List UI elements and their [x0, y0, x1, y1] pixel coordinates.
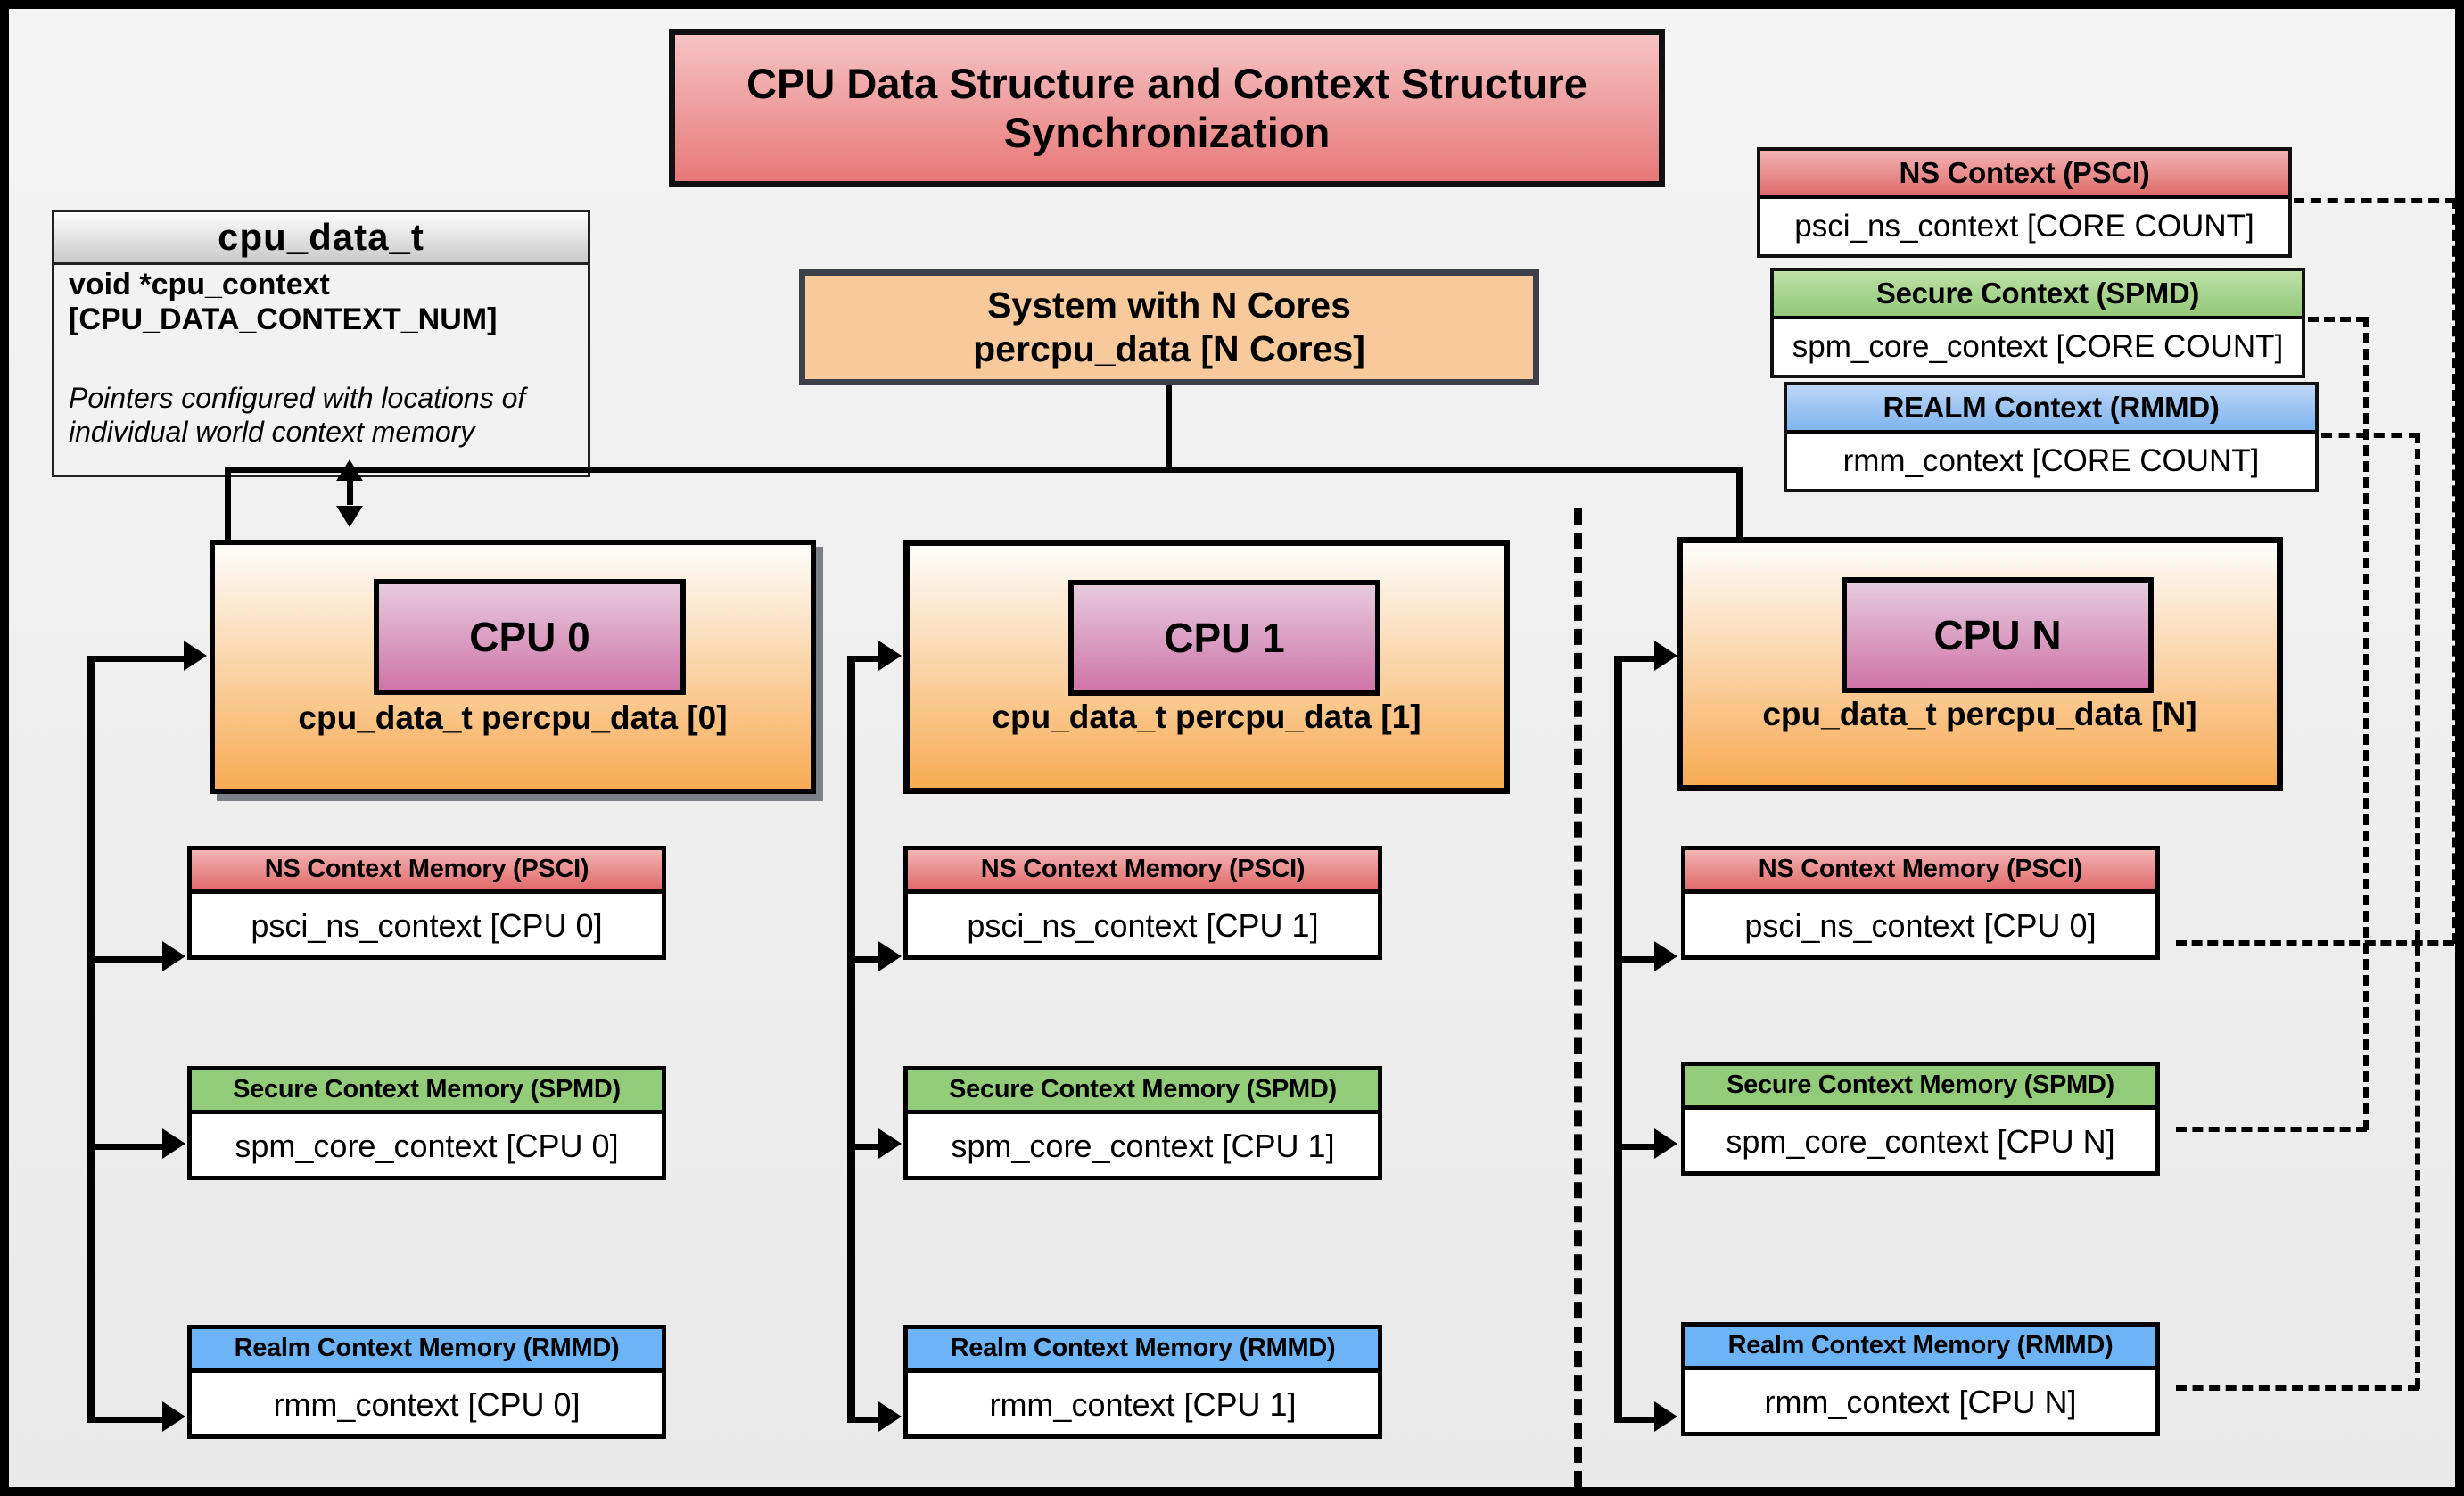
cpun-arm-secure [1614, 1144, 1663, 1150]
secure-route-vertical [2363, 317, 2369, 1130]
cpu-card-n: CPU N cpu_data_t percpu_data [N] [1677, 537, 2283, 791]
cpu0-arrow-secure [162, 1128, 185, 1159]
cpu1-arm-ns [847, 956, 887, 963]
realm-route-vertical [2415, 433, 2420, 1389]
mem-box-n-secure: Secure Context Memory (SPMD) spm_core_co… [1681, 1062, 2160, 1176]
ns-route-top [2294, 198, 2456, 203]
realm-route-bottom [2176, 1385, 2419, 1391]
mem-box-n-ns: NS Context Memory (PSCI) psci_ns_context… [1681, 846, 2160, 960]
cpu0-arrow-ns [162, 941, 185, 971]
cpu-card-1: CPU 1 cpu_data_t percpu_data [1] [903, 540, 1510, 794]
cpu-caption-n: cpu_data_t percpu_data [N] [1762, 696, 2197, 732]
diagram-title: CPU Data Structure and Context Structure… [669, 29, 1665, 187]
mem-body-0-secure: spm_core_context [CPU 0] [235, 1128, 619, 1164]
legend-realm-context-box: REALM Context (RMMD) rmm_context [CORE C… [1784, 382, 2319, 492]
realm-route-top [2321, 433, 2419, 438]
mem-header-n-ns: NS Context Memory (PSCI) [1685, 850, 2155, 894]
cpu0-arm-realm [87, 1417, 168, 1423]
cpu-caption-0: cpu_data_t percpu_data [0] [298, 699, 728, 736]
mem-body-n-realm: rmm_context [CPU N] [1764, 1384, 2077, 1420]
cpu1-arrow-realm [878, 1401, 902, 1432]
legend-realm-header: REALM Context (RMMD) [1787, 385, 2315, 434]
mem-body-1-ns: psci_ns_context [CPU 1] [967, 907, 1319, 944]
legend-ns-header: NS Context (PSCI) [1760, 151, 2288, 199]
cpu1-bus [847, 656, 855, 1423]
mem-box-1-secure: Secure Context Memory (SPMD) spm_core_co… [903, 1066, 1382, 1180]
column-divider [1574, 508, 1582, 1487]
cpu0-arm-secure [87, 1144, 168, 1150]
mem-box-1-realm: Realm Context Memory (RMMD) rmm_context … [903, 1325, 1382, 1439]
mem-header-1-ns: NS Context Memory (PSCI) [908, 850, 1378, 894]
mem-header-0-realm: Realm Context Memory (RMMD) [192, 1329, 662, 1373]
legend-ns-body: psci_ns_context [CORE COUNT] [1794, 209, 2254, 244]
cpu1-arm-card [847, 656, 887, 662]
cpu-label-n: CPU N [1842, 577, 2154, 693]
struct-field-cpu-context: void *cpu_context [CPU_DATA_CONTEXT_NUM] [69, 268, 498, 337]
cpu0-bus [87, 656, 95, 1423]
legend-secure-header: Secure Context (SPMD) [1774, 271, 2302, 319]
system-box-text: System with N Cores percpu_data [N Cores… [973, 284, 1365, 369]
cpun-arrow-ns [1654, 941, 1677, 971]
cpun-arrow-card [1654, 641, 1677, 671]
cpu1-arrow-card [878, 641, 902, 671]
cpu1-arm-realm [847, 1417, 887, 1423]
mem-header-1-realm: Realm Context Memory (RMMD) [908, 1329, 1378, 1373]
system-with-n-cores-box: System with N Cores percpu_data [N Cores… [799, 269, 1539, 385]
mem-header-1-secure: Secure Context Memory (SPMD) [908, 1070, 1378, 1114]
mem-body-0-realm: rmm_context [CPU 0] [273, 1386, 581, 1423]
mem-header-n-realm: Realm Context Memory (RMMD) [1685, 1327, 2155, 1370]
cpu0-arrow-realm [162, 1401, 185, 1432]
mem-body-n-secure: spm_core_context [CPU N] [1726, 1123, 2115, 1160]
cpu1-arm-secure [847, 1144, 887, 1150]
cpun-arm-realm [1614, 1417, 1663, 1423]
mem-header-0-secure: Secure Context Memory (SPMD) [192, 1070, 662, 1114]
secure-route-top [2308, 317, 2367, 322]
tree-trunk [1166, 385, 1172, 469]
cpu-data-t-struct-box: cpu_data_t void *cpu_context [CPU_DATA_C… [52, 210, 590, 477]
struct-link-dash [347, 480, 353, 505]
cpu-caption-1: cpu_data_t percpu_data [1] [992, 698, 1422, 735]
cpun-arrow-secure [1654, 1128, 1677, 1159]
struct-note: Pointers configured with locations of in… [69, 382, 526, 448]
struct-name-header: cpu_data_t [54, 212, 588, 265]
mem-box-0-secure: Secure Context Memory (SPMD) spm_core_co… [187, 1066, 666, 1180]
secure-route-bottom [2176, 1127, 2367, 1132]
cpu0-arrow-card [184, 641, 207, 671]
mem-box-0-realm: Realm Context Memory (RMMD) rmm_context … [187, 1325, 666, 1439]
cpu0-arm-ns [87, 956, 168, 963]
mem-body-1-secure: spm_core_context [CPU 1] [951, 1128, 1335, 1164]
struct-link-arrow-down [336, 506, 363, 527]
cpu-card-0: CPU 0 cpu_data_t percpu_data [0] [210, 540, 816, 794]
mem-box-n-realm: Realm Context Memory (RMMD) rmm_context … [1681, 1322, 2160, 1436]
cpun-arm-ns [1614, 956, 1663, 963]
cpun-arrow-realm [1654, 1401, 1677, 1432]
legend-secure-body: spm_core_context [CORE COUNT] [1792, 329, 2284, 364]
mem-body-n-ns: psci_ns_context [CPU 0] [1744, 907, 2097, 944]
mem-box-1-ns: NS Context Memory (PSCI) psci_ns_context… [903, 846, 1382, 960]
cpu1-arrow-ns [878, 941, 902, 971]
ns-route-bottom [2176, 940, 2454, 946]
cpun-arm-card [1614, 656, 1663, 662]
mem-box-0-ns: NS Context Memory (PSCI) psci_ns_context… [187, 846, 666, 960]
cpu-label-1: CPU 1 [1068, 580, 1380, 696]
tree-branch-right [1736, 467, 1743, 540]
legend-secure-context-box: Secure Context (SPMD) spm_core_context [… [1770, 268, 2305, 378]
legend-realm-body: rmm_context [CORE COUNT] [1842, 443, 2260, 478]
mem-body-0-ns: psci_ns_context [CPU 0] [251, 907, 603, 944]
tree-branch-left [225, 467, 231, 540]
tree-crossbar [225, 467, 1743, 473]
cpu0-arm-card [87, 656, 190, 662]
diagram-canvas: CPU Data Structure and Context Structure… [9, 9, 2458, 1487]
mem-header-n-secure: Secure Context Memory (SPMD) [1685, 1066, 2155, 1110]
legend-ns-context-box: NS Context (PSCI) psci_ns_context [CORE … [1757, 147, 2292, 258]
cpu-label-0: CPU 0 [374, 579, 686, 695]
cpun-bus [1614, 656, 1622, 1423]
mem-body-1-realm: rmm_context [CPU 1] [989, 1386, 1297, 1423]
cpu1-arrow-secure [878, 1128, 902, 1159]
ns-route-vertical [2452, 198, 2458, 944]
mem-header-0-ns: NS Context Memory (PSCI) [192, 850, 662, 894]
